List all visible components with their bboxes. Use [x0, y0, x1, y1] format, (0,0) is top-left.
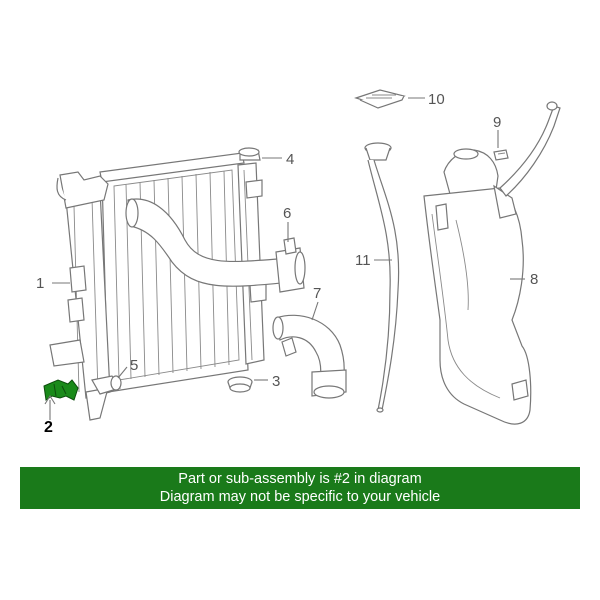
lower-hose	[272, 314, 347, 399]
info-banner: Part or sub-assembly is #2 in diagram Di…	[20, 467, 580, 509]
highlighted-part-2-bracket	[43, 379, 79, 401]
upper-hose	[125, 198, 306, 293]
callout-10: 10	[428, 91, 445, 108]
callout-9: 9	[493, 114, 501, 131]
callout-8: 8	[530, 271, 538, 288]
callout-7: 7	[313, 285, 321, 302]
callout-11: 11	[355, 252, 371, 269]
bolt	[493, 149, 509, 161]
reservoir-hose	[499, 101, 561, 197]
callout-3: 3	[272, 373, 280, 390]
leader-lines	[44, 97, 525, 420]
banner-line-2: Diagram may not be specific to your vehi…	[159, 489, 441, 505]
banner-line-1: Part or sub-assembly is #2 in diagram	[178, 471, 422, 487]
pressure-cap	[354, 89, 406, 109]
overflow-tube	[364, 142, 400, 413]
callout-1: 1	[36, 275, 44, 292]
callout-4: 4	[286, 151, 294, 168]
callout-5: 5	[130, 357, 138, 374]
callout-2: 2	[44, 419, 53, 436]
drain-cap	[227, 376, 253, 393]
callout-6: 6	[283, 205, 291, 222]
coolant-reservoir	[423, 148, 532, 425]
